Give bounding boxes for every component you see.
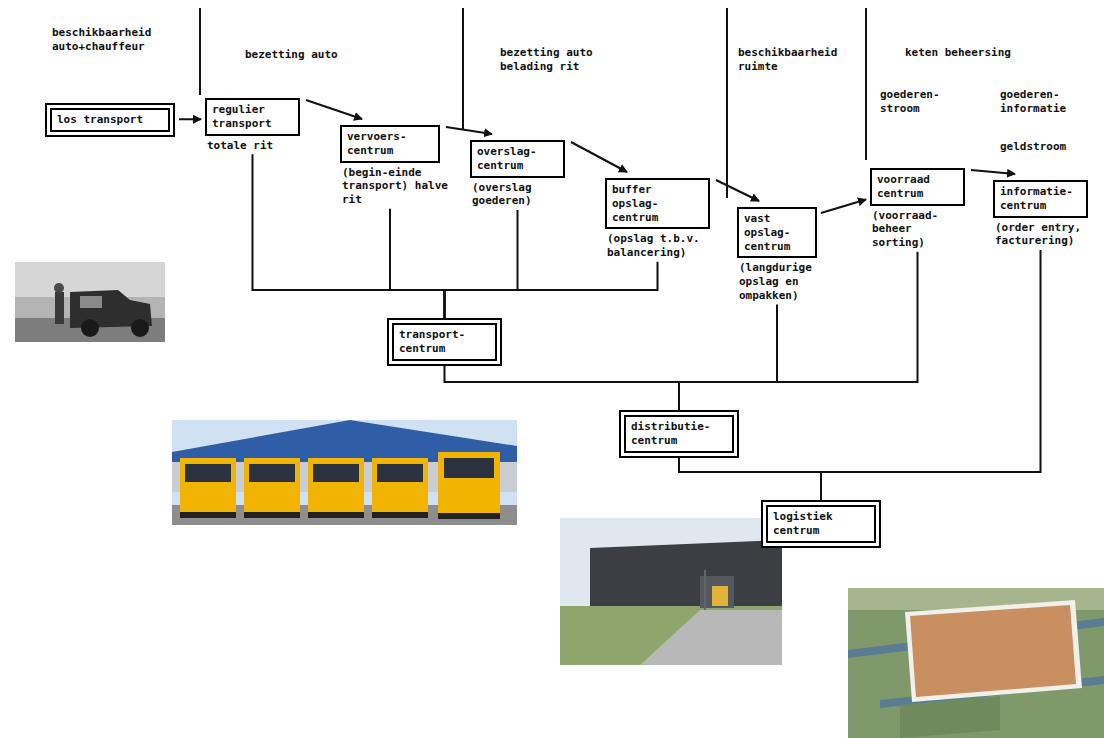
node-frame: vervoers-centrum bbox=[340, 125, 440, 163]
connector-line bbox=[679, 455, 821, 501]
connector-line bbox=[179, 118, 201, 120]
header-label: beschikbaarheid auto+chauffeur bbox=[52, 26, 182, 54]
column-divider bbox=[200, 8, 866, 198]
aerial-photo bbox=[848, 588, 1104, 738]
process-node: voorraad centrum (voorraad-beheer sorting… bbox=[870, 168, 965, 250]
header-label: beschikbaarheid ruimte bbox=[738, 46, 848, 74]
header-label: bezetting auto bbox=[245, 48, 365, 62]
connector-line bbox=[821, 200, 866, 214]
connector-line bbox=[971, 170, 1015, 174]
connector-line bbox=[253, 154, 445, 318]
header-label: bezetting auto belading rit bbox=[500, 46, 610, 74]
connector-line bbox=[821, 250, 1041, 500]
connector-line bbox=[716, 180, 759, 201]
node-title: overslag-centrum bbox=[477, 145, 558, 173]
node-note: (opslag t.b.v. balancering) bbox=[605, 232, 730, 260]
connector-line bbox=[390, 209, 445, 318]
node-note: totale rit bbox=[205, 139, 300, 153]
node-title: voorraad centrum bbox=[877, 173, 958, 201]
node-frame: overslag-centrum bbox=[470, 140, 565, 178]
trucks-photo bbox=[172, 420, 517, 525]
node-frame: logistiek centrum bbox=[766, 505, 876, 543]
node-title: vervoers-centrum bbox=[347, 130, 433, 158]
header-label: geldstroom bbox=[1000, 140, 1090, 154]
process-node: transport-centrum bbox=[392, 323, 497, 361]
building-photo bbox=[560, 518, 782, 665]
node-title: distributie-centrum bbox=[631, 420, 727, 448]
node-title: logistiek centrum bbox=[773, 510, 869, 538]
old-truck-photo bbox=[15, 262, 165, 342]
node-title: informatie-centrum bbox=[1000, 185, 1081, 213]
node-frame: voorraad centrum bbox=[870, 168, 965, 206]
header-label: goederen-stroom bbox=[880, 88, 960, 116]
node-frame: distributie-centrum bbox=[624, 415, 734, 453]
process-node: los transport bbox=[50, 108, 170, 132]
node-frame: los transport bbox=[50, 108, 170, 132]
node-title: regulier transport bbox=[212, 103, 293, 131]
node-note: (begin-einde transport) halve rit bbox=[340, 166, 460, 207]
process-node: distributie-centrum bbox=[624, 415, 734, 453]
node-note: (order entry, facturering) bbox=[993, 221, 1093, 249]
node-frame: regulier transport bbox=[205, 98, 300, 136]
node-title: los transport bbox=[57, 113, 163, 127]
header-label: goederen-informatie bbox=[1000, 88, 1090, 116]
node-note: (voorraad-beheer sorting) bbox=[870, 209, 955, 250]
connector-line bbox=[306, 100, 362, 119]
connector-line bbox=[446, 127, 492, 134]
process-node: vast opslag-centrum (langdurige opslag en… bbox=[737, 207, 852, 303]
process-node: vervoers-centrum (begin-einde transport) … bbox=[340, 125, 460, 207]
connector-line bbox=[445, 210, 518, 318]
node-frame: informatie-centrum bbox=[993, 180, 1088, 218]
node-title: buffer opslag-centrum bbox=[612, 183, 703, 224]
connector-line bbox=[445, 363, 680, 411]
process-node: informatie-centrum (order entry, facturer… bbox=[993, 180, 1093, 248]
node-title: vast opslag-centrum bbox=[744, 212, 810, 253]
node-frame: transport-centrum bbox=[392, 323, 497, 361]
connector-line bbox=[679, 252, 918, 410]
header-label: keten beheersing bbox=[905, 46, 1045, 60]
process-node: regulier transport totale rit bbox=[205, 98, 300, 152]
node-note: (langdurige opslag en ompakken) bbox=[737, 261, 852, 302]
node-frame: buffer opslag-centrum bbox=[605, 178, 710, 229]
node-note: (overslag goederen) bbox=[470, 181, 565, 209]
process-node: overslag-centrum (overslag goederen) bbox=[470, 140, 565, 208]
connector-line bbox=[571, 142, 627, 172]
node-frame: vast opslag-centrum bbox=[737, 207, 817, 258]
connector-line bbox=[445, 262, 658, 318]
node-title: transport-centrum bbox=[399, 328, 490, 356]
process-node: logistiek centrum bbox=[766, 505, 876, 543]
connector-line bbox=[679, 305, 777, 411]
process-node: buffer opslag-centrum (opslag t.b.v. bala… bbox=[605, 178, 730, 260]
